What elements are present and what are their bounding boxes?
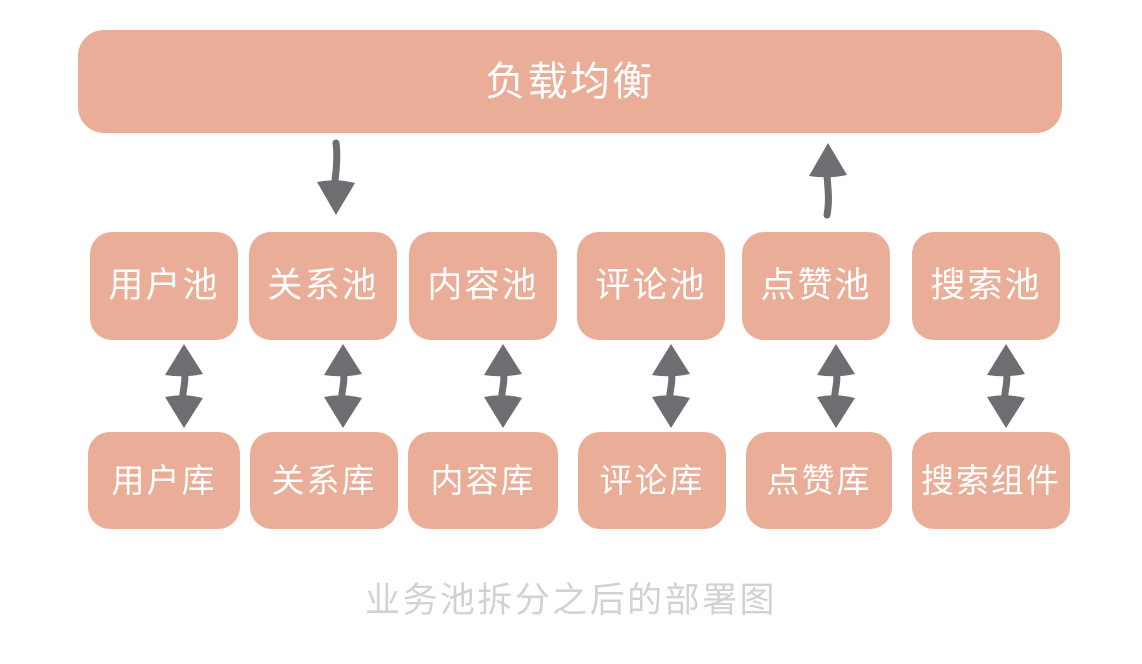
store-node-4[interactable]: 评论库 (578, 432, 726, 529)
pool-node-label: 用户池 (108, 265, 220, 306)
store-node-label: 内容库 (430, 461, 536, 500)
upward-arrow-icon (808, 143, 848, 219)
downward-arrow-icon (316, 139, 356, 215)
bidirectional-arrow-icon-3 (483, 344, 523, 428)
diagram-caption: 业务池拆分之后的部署图 (365, 581, 777, 621)
store-node-3[interactable]: 内容库 (408, 432, 558, 529)
pool-node-label: 关系池 (267, 265, 379, 306)
bidirectional-arrow-icon-2 (323, 344, 363, 428)
pool-node-4[interactable]: 评论池 (577, 232, 725, 340)
pool-node-6[interactable]: 搜索池 (912, 232, 1060, 340)
store-node-label: 关系库 (271, 461, 377, 500)
store-node-5[interactable]: 点赞库 (746, 432, 892, 529)
store-node-label: 评论库 (599, 461, 705, 500)
store-node-2[interactable]: 关系库 (250, 432, 398, 529)
store-node-label: 用户库 (111, 461, 217, 500)
pool-node-label: 评论池 (595, 265, 707, 306)
load-balancer-node[interactable]: 负载均衡 (78, 30, 1062, 133)
pool-node-label: 搜索池 (930, 265, 1042, 306)
bidirectional-arrow-icon-6 (986, 344, 1026, 428)
pool-node-3[interactable]: 内容池 (409, 232, 557, 340)
pool-node-label: 内容池 (427, 265, 539, 306)
pool-node-label: 点赞池 (760, 265, 872, 306)
store-node-label: 点赞库 (766, 461, 872, 500)
store-node-label: 搜索组件 (921, 461, 1061, 500)
store-node-6[interactable]: 搜索组件 (912, 432, 1070, 529)
bidirectional-arrow-icon-5 (816, 344, 856, 428)
store-node-1[interactable]: 用户库 (88, 432, 240, 529)
pool-node-5[interactable]: 点赞池 (742, 232, 890, 340)
bidirectional-arrow-icon-1 (164, 344, 204, 428)
bidirectional-arrow-icon-4 (651, 344, 691, 428)
pool-node-1[interactable]: 用户池 (90, 232, 238, 340)
pool-node-2[interactable]: 关系池 (249, 232, 397, 340)
